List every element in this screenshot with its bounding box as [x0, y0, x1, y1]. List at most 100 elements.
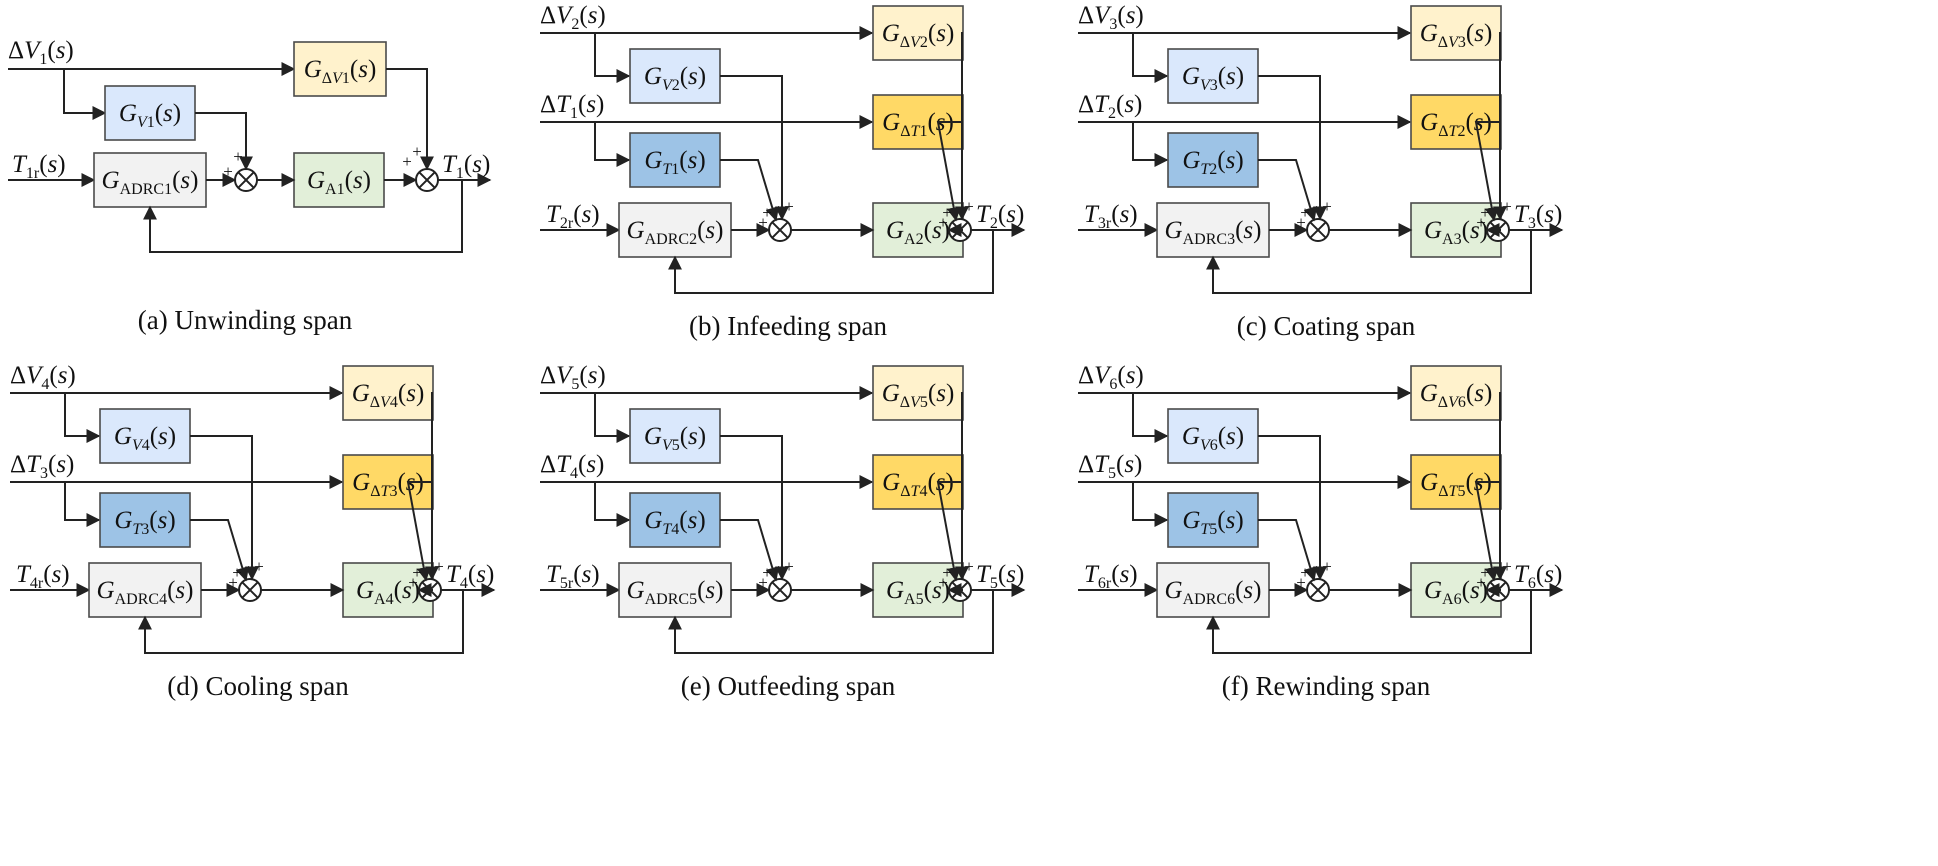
line-gv-to-sum1: [720, 435, 789, 581]
sum-junction-1-cross: [771, 221, 789, 239]
line-gt-to-sum1: [190, 519, 250, 582]
block-g-a: GA1(s): [293, 152, 385, 208]
block-g-a-label: GA6(s): [1424, 577, 1488, 608]
block-g-v-box: [104, 85, 196, 141]
line-dv-to-gv: [63, 69, 107, 120]
block-g-v: GV5(s): [629, 408, 721, 464]
sign-sum2-a: +: [408, 573, 418, 592]
input-label-tref: T4r(s): [16, 561, 70, 592]
line-gdt-to-sum2: [1474, 481, 1501, 582]
block-g-adrc-box: [618, 202, 732, 258]
block-g-v-label: GV6(s): [1182, 423, 1244, 454]
block-g-adrc: GADRC2(s): [618, 202, 732, 258]
line-dt-to-gt: [594, 482, 631, 527]
sign-sum2-c: +: [964, 557, 974, 576]
input-label-dv: ΔV1(s): [8, 37, 74, 68]
sign-sum1-b: +: [233, 147, 243, 166]
line-dv-to-gv: [64, 393, 101, 443]
sign-sum2-c: +: [1502, 197, 1512, 216]
panel-d: ΔV4(s)ΔT3(s)T4r(s)GΔV4(s)GV4(s)GΔT3(s)GT…: [10, 362, 496, 701]
line-feedback: [143, 180, 463, 253]
input-label-dt: ΔT5(s): [1078, 451, 1142, 482]
input-label-dv: ΔV3(s): [1078, 2, 1144, 33]
sign-sum1-a: +: [228, 573, 238, 592]
sign-sum1-c: +: [254, 557, 264, 576]
block-g-t-label: GT3(s): [114, 507, 175, 538]
sign-sum2-a: +: [1476, 573, 1486, 592]
input-label-dt: ΔT4(s): [540, 451, 604, 482]
sign-sum1-b: +: [762, 563, 772, 582]
line-gv-to-sum1: [1258, 75, 1327, 221]
sign-sum2-a: +: [1476, 213, 1486, 232]
output-label: T4(s): [446, 561, 494, 592]
block-g-a-label: GA2(s): [886, 217, 950, 248]
block-g-adrc-label: GADRC4(s): [97, 577, 194, 608]
block-g-v-box: [99, 408, 191, 464]
output-label: T6(s): [1514, 561, 1562, 592]
block-g-delta-v-label: GΔV6(s): [1420, 380, 1493, 411]
block-g-adrc-label: GADRC2(s): [627, 217, 724, 248]
block-g-v: GV3(s): [1167, 48, 1259, 104]
output-label: T1(s): [442, 151, 490, 182]
input-label-tref: T2r(s): [546, 201, 600, 232]
sign-sum2-b: +: [1480, 563, 1490, 582]
block-g-t: GT1(s): [629, 132, 721, 188]
block-g-v-label: GV4(s): [114, 423, 176, 454]
block-g-t: GT3(s): [99, 492, 191, 548]
sum-junction-1: [238, 578, 262, 602]
block-g-delta-v-label: GΔV2(s): [882, 20, 955, 51]
block-g-delta-t: GΔT3(s): [342, 454, 434, 510]
sum-junction-1: [768, 578, 792, 602]
block-g-t-label: GT4(s): [644, 507, 705, 538]
panel-caption: (e) Outfeeding span: [681, 671, 896, 701]
line-gv-to-sum1: [190, 435, 259, 581]
line-dv-to-gv: [594, 393, 631, 443]
block-g-adrc-label: GADRC1(s): [102, 167, 199, 198]
block-g-v: GV1(s): [104, 85, 196, 141]
block-g-t: GT4(s): [629, 492, 721, 548]
sign-sum1-a: +: [758, 213, 768, 232]
line-feedback: [1206, 230, 1532, 294]
line-dt-to-gt: [64, 482, 101, 527]
sum-junction-1-cross: [241, 581, 259, 599]
sum-junction-1-cross: [771, 581, 789, 599]
block-g-t-box: [99, 492, 191, 548]
output-label: T3(s): [1514, 201, 1562, 232]
line-feedback: [1206, 590, 1532, 654]
input-label-tref: T5r(s): [546, 561, 600, 592]
block-g-t-box: [1167, 132, 1259, 188]
sign-sum1-c: +: [1322, 197, 1332, 216]
sum-junction-1: [768, 218, 792, 242]
block-g-delta-v-label: GΔV3(s): [1420, 20, 1493, 51]
block-g-adrc: GADRC5(s): [618, 562, 732, 618]
block-g-adrc-label: GADRC5(s): [627, 577, 724, 608]
input-label-tref: T1r(s): [12, 151, 66, 182]
block-g-adrc-box: [1156, 202, 1270, 258]
block-g-t-box: [1167, 492, 1259, 548]
sign-sum2-b: +: [1480, 203, 1490, 222]
block-g-adrc-label: GADRC3(s): [1165, 217, 1262, 248]
output-label: T2(s): [976, 201, 1024, 232]
panel-caption: (f) Rewinding span: [1222, 671, 1431, 701]
line-gdv-to-sum2: [1493, 32, 1507, 221]
line-gt-to-sum1: [1258, 519, 1318, 582]
sign-sum1-b: +: [232, 563, 242, 582]
line-dt-to-gt: [1132, 122, 1169, 167]
block-g-t-box: [629, 492, 721, 548]
block-g-delta-v-box: [1410, 365, 1502, 421]
line-gt-to-sum1: [720, 159, 780, 222]
block-g-adrc: GADRC3(s): [1156, 202, 1270, 258]
panel-f: ΔV6(s)ΔT5(s)T6r(s)GΔV6(s)GV6(s)GΔT5(s)GT…: [1078, 362, 1564, 701]
line-gdv-to-sum2: [425, 392, 439, 581]
block-g-adrc: GADRC4(s): [88, 562, 202, 618]
sign-sum1-b: +: [1300, 203, 1310, 222]
line-gdv-to-sum2: [1493, 392, 1507, 581]
line-gv-to-sum1: [1258, 435, 1327, 581]
line-gdt-to-sum2: [936, 481, 963, 582]
block-g-adrc-label: GADRC6(s): [1165, 577, 1262, 608]
block-g-delta-v: GΔV6(s): [1410, 365, 1502, 421]
block-g-a-label: GA5(s): [886, 577, 950, 608]
panel-c: ΔV3(s)ΔT2(s)T3r(s)GΔV3(s)GV3(s)GΔT2(s)GT…: [1078, 2, 1564, 341]
input-label-dv: ΔV5(s): [540, 362, 606, 393]
block-g-delta-v: GΔV1(s): [293, 41, 387, 97]
